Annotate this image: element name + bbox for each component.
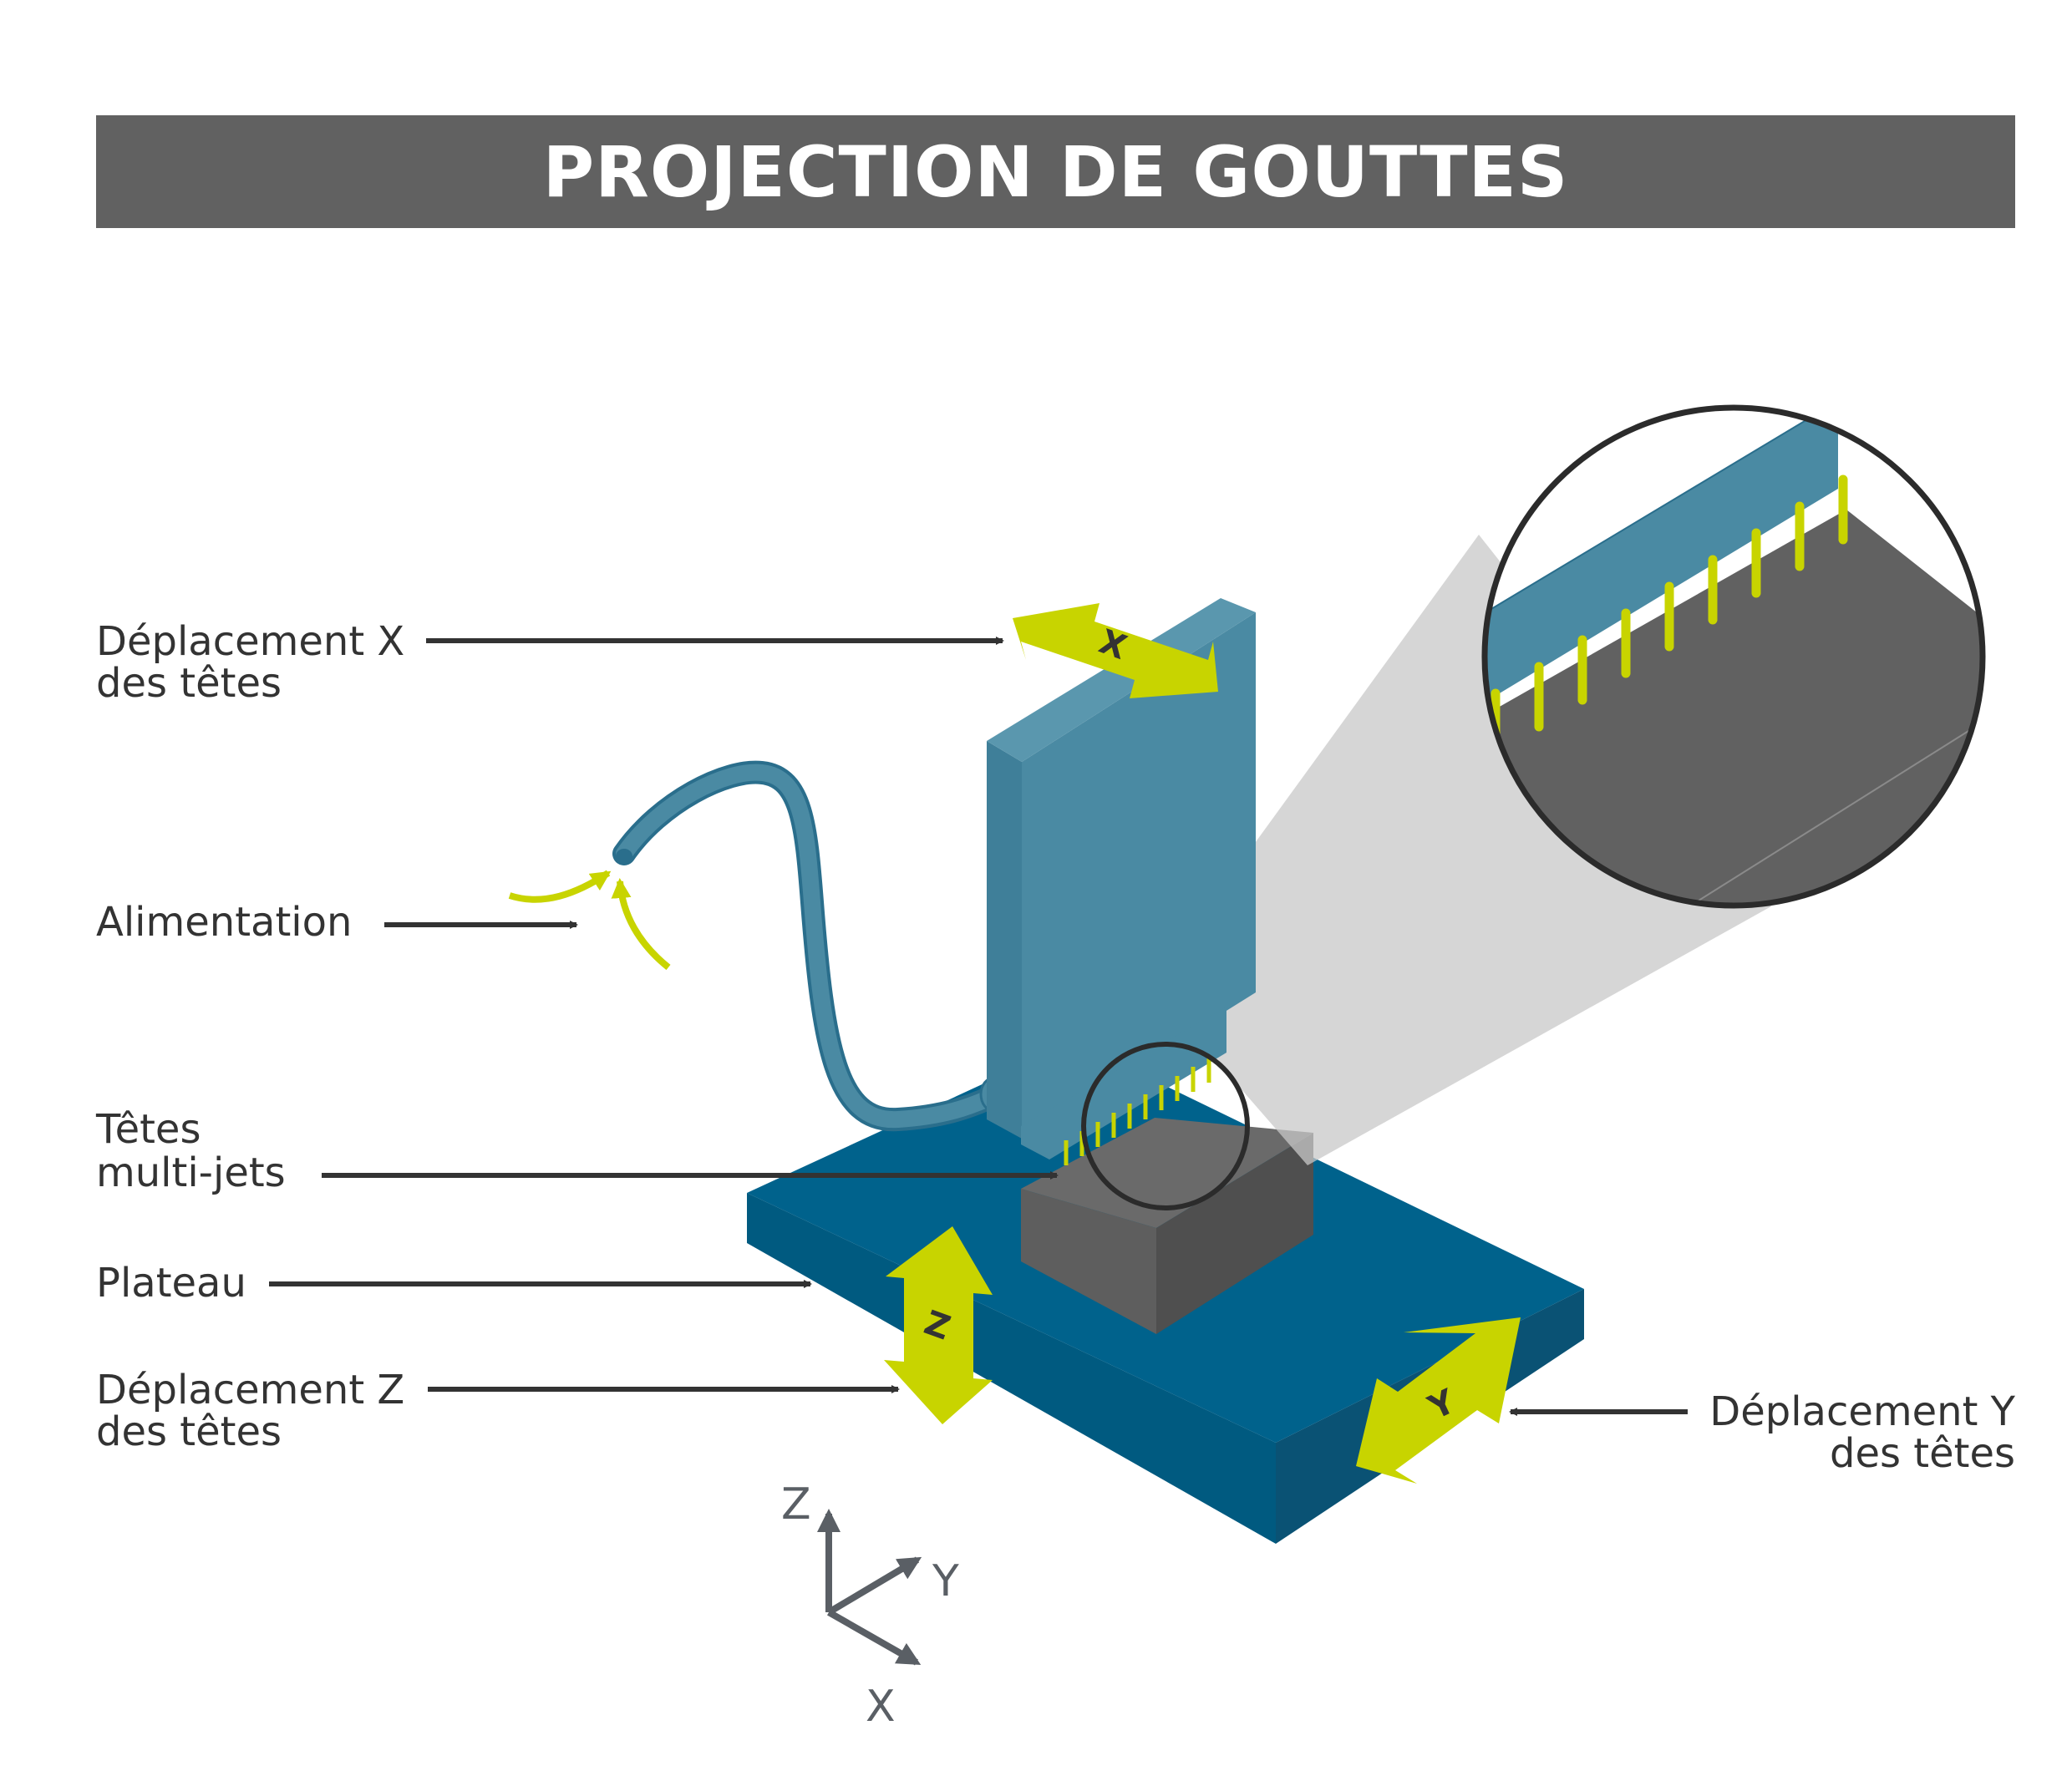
- zoom-cone: [1151, 535, 1771, 1165]
- z-motion-arrow: Z: [884, 1226, 993, 1424]
- block-side: [1156, 1133, 1313, 1334]
- label-feed: Alimentation: [96, 899, 352, 946]
- axis-x-label: X: [866, 1682, 896, 1732]
- axis-z-label: Z: [781, 1479, 811, 1530]
- head-nozzles: [1064, 1058, 1211, 1165]
- workpiece-block: [1021, 1118, 1313, 1334]
- feed-hose: [612, 760, 1009, 1132]
- feed-arrows: [508, 870, 671, 971]
- label-z-move-line2: des têtes: [96, 1408, 282, 1455]
- detail-circle: [1081, 1042, 1250, 1210]
- page-title: PROJECTION DE GOUTTES: [542, 130, 1569, 213]
- label-y-move-line2: des têtes: [1830, 1430, 2015, 1477]
- label-y-move-line1: Déplacement Y: [1709, 1388, 2015, 1435]
- label-heads-line2: multi-jets: [96, 1149, 286, 1196]
- axis-x-line: [827, 1609, 922, 1666]
- title-bar: PROJECTION DE GOUTTES: [96, 115, 2015, 228]
- head-side: [987, 741, 1022, 1139]
- y-motion-arrow: Y: [1356, 1317, 1521, 1484]
- hose-inlet: [616, 849, 632, 864]
- label-x-move-line2: des têtes: [96, 660, 282, 707]
- feed-arrow-left: [508, 870, 612, 903]
- label-x-move-line1: Déplacement X: [96, 618, 404, 665]
- block-top: [1021, 1118, 1313, 1228]
- axis-y-label: Y: [932, 1556, 959, 1606]
- zoom-circle-border: [1481, 404, 1986, 909]
- x-motion-arrow: X: [1013, 603, 1218, 698]
- axis-y-line: [826, 1556, 922, 1616]
- label-plate: Plateau: [96, 1260, 246, 1307]
- block-front: [1021, 1189, 1156, 1334]
- head-front: [1022, 612, 1256, 1139]
- feed-arrow-bottom: [611, 878, 671, 971]
- zoom-part-surface: [1485, 510, 1983, 906]
- label-heads-line1: Têtes: [95, 1106, 201, 1153]
- print-head: [987, 598, 1256, 1165]
- label-z-move-line1: Déplacement Z: [96, 1367, 404, 1413]
- coordinate-axes: Z Y X: [781, 1479, 959, 1732]
- zoom-head-body: [1485, 408, 1838, 706]
- leader-lines: [269, 637, 1688, 1416]
- head-top: [987, 598, 1256, 762]
- plate-front: [747, 1193, 1276, 1544]
- zoom-view: [1481, 404, 1986, 909]
